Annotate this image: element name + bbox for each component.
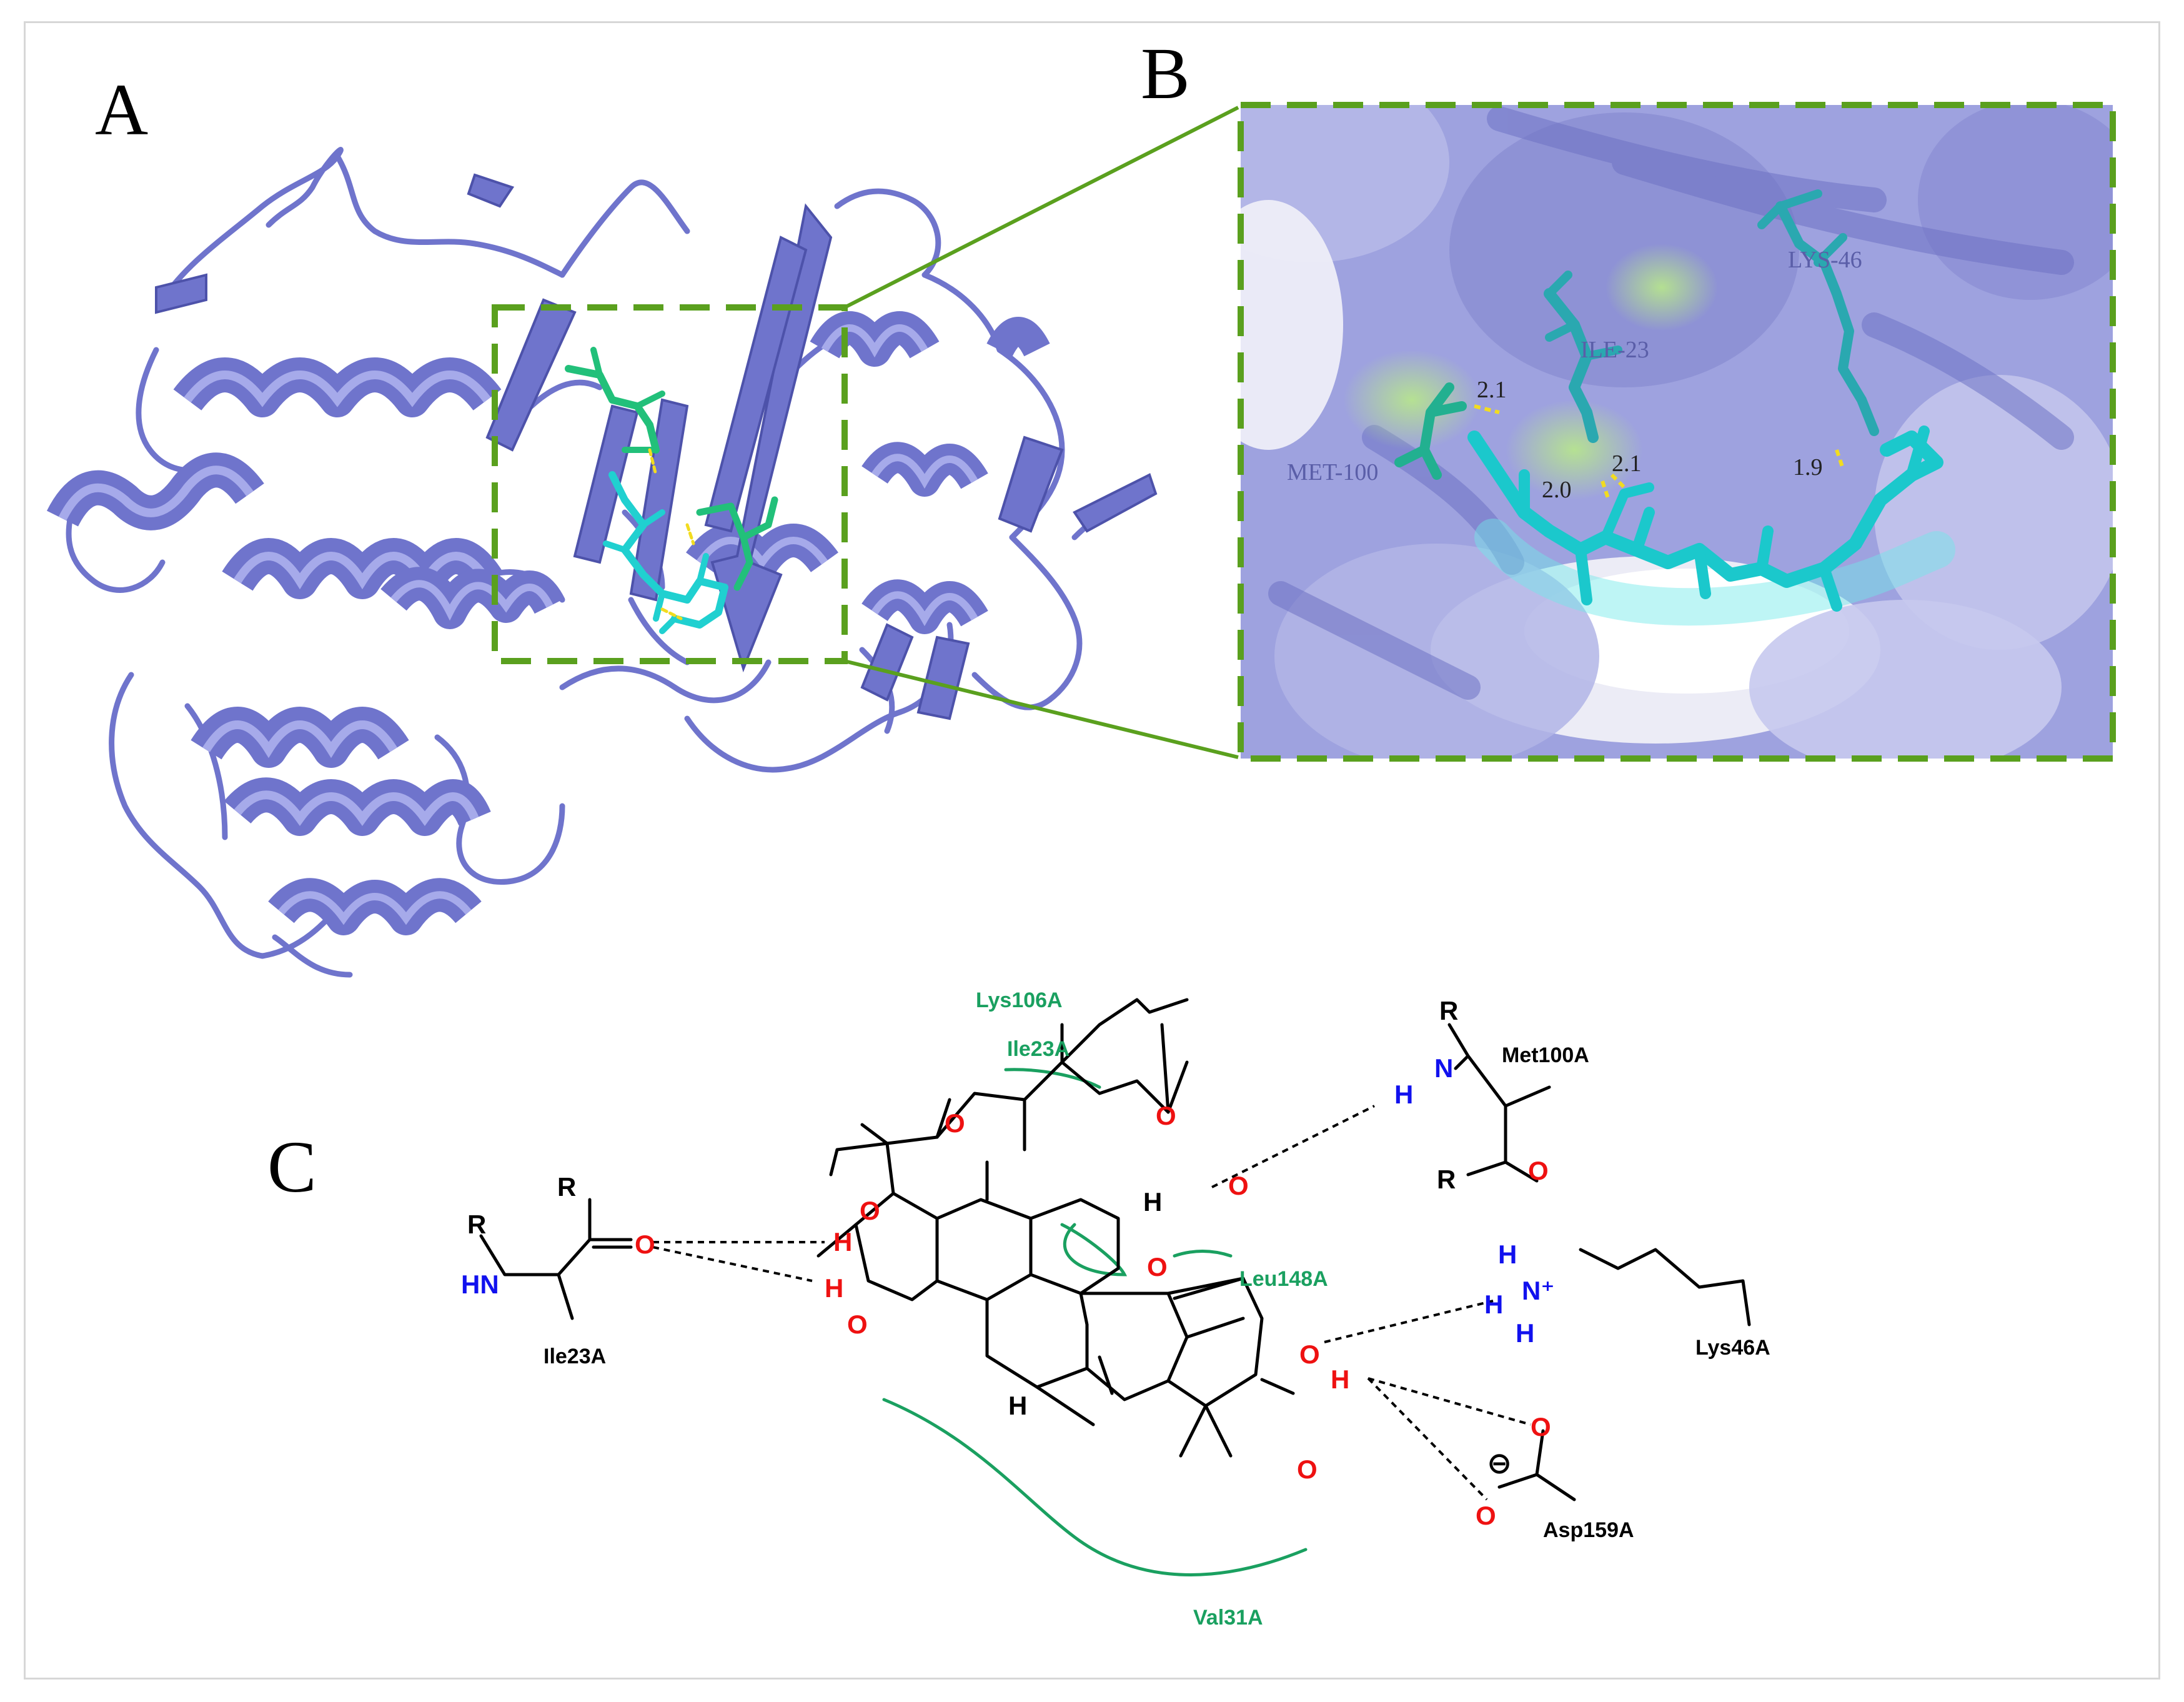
helix-8 (810, 311, 940, 367)
residue-asp159a: Asp159A (1543, 1518, 1634, 1542)
helix-7 (380, 567, 565, 629)
atom-o-enol: O (1299, 1340, 1320, 1369)
atom-o-asp-2: O (1476, 1501, 1496, 1530)
atom-o-ester: O (1156, 1101, 1176, 1130)
interaction-diagram: O H O H O O O O O O H O O O O HN N H H N… (461, 988, 1770, 1630)
helix-2 (46, 452, 264, 530)
hbond-dashes-c (652, 1105, 1531, 1501)
distance-3: 2.0 (1542, 477, 1572, 503)
hydrophobic-lys106a: Lys106A (976, 988, 1063, 1012)
protein-cartoon (46, 147, 1158, 978)
atom-h-lys-3: H (1516, 1318, 1534, 1348)
ligand-sticks-b (1394, 189, 1943, 612)
atom-r-1: R (467, 1210, 486, 1239)
distance-4: 1.9 (1793, 454, 1823, 480)
figure-frame (24, 21, 2160, 1680)
atom-n-lys: N⁺ (1522, 1276, 1555, 1305)
panel-label-c: C (267, 1126, 317, 1208)
atom-h-lys-1: H (1498, 1240, 1517, 1269)
atom-h-ring-2: H (1143, 1187, 1162, 1217)
atom-r-3: R (1439, 996, 1458, 1025)
atom-r-4: R (1437, 1165, 1456, 1194)
atom-o-2: O (847, 1310, 868, 1339)
atom-o-ketone-c: O (1147, 1252, 1168, 1281)
helix-5 (224, 777, 491, 836)
atom-hn-ile23: HN (461, 1270, 499, 1299)
residue-lys46a: Lys46A (1695, 1336, 1770, 1360)
atom-labels: O H O H O O O O O O H O O O O HN N H H N… (461, 996, 1555, 1530)
atom-o-ketone-side: O (945, 1108, 965, 1138)
atom-h-enol: H (1331, 1365, 1349, 1394)
atom-h-2: H (825, 1273, 843, 1303)
panel-label-a: A (95, 69, 149, 151)
residue-met100a: Met100A (1502, 1043, 1589, 1067)
atom-o-asp-1: O (1531, 1412, 1551, 1441)
helix-1 (173, 357, 502, 417)
atom-o-carbonyl: O (1228, 1171, 1249, 1200)
hbond-dashes-b (1474, 404, 1845, 500)
atom-o-1: O (860, 1196, 880, 1225)
zoom-box-a (492, 304, 848, 664)
atom-r-2: R (557, 1172, 576, 1202)
panel-b-labels: LYS-46 ILE-23 MET-100 2.1 2.1 2.0 1.9 (1287, 247, 1862, 503)
atom-h-1: H (833, 1227, 852, 1257)
distance-1: 2.1 (1477, 377, 1507, 403)
atom-n-met: N (1434, 1053, 1453, 1083)
hydrophobic-arcs (882, 1068, 1308, 1576)
panel-label-b: B (1141, 32, 1190, 114)
ligand-sticks-a (565, 347, 778, 634)
zoom-view-b (1241, 105, 2113, 759)
connector-top (843, 106, 1239, 309)
connector-bottom (844, 659, 1239, 759)
label-lys46: LYS-46 (1788, 247, 1862, 273)
distance-2: 2.1 (1612, 450, 1642, 477)
zoom-box-b (1238, 102, 2116, 762)
atom-minus-charge: ⊖ (1487, 1447, 1512, 1480)
helix-4 (191, 707, 409, 768)
label-ile23: ILE-23 (1581, 337, 1649, 363)
hydrophobic-val31a: Val31A (1193, 1606, 1263, 1630)
hydrophobic-leu148a: Leu148A (1239, 1267, 1328, 1291)
atom-h-met: H (1394, 1080, 1413, 1109)
residue-labels: Lys106A Ile23A Leu148A Val31A Met100A Il… (544, 988, 1770, 1630)
atom-o-ile23: O (635, 1230, 655, 1259)
label-met100: MET-100 (1287, 459, 1378, 485)
beta-strands (155, 173, 1158, 720)
atom-o-ringA: O (1297, 1455, 1318, 1484)
hydrophobic-ile23a: Ile23A (1007, 1037, 1070, 1061)
helix-3 (222, 538, 503, 599)
helix-9 (686, 524, 838, 579)
residue-ile23a: Ile23A (544, 1345, 606, 1368)
helix-6 (268, 878, 482, 935)
helix-12 (986, 317, 1050, 357)
helix-10 (861, 442, 988, 497)
atom-h-ring-1: H (1008, 1391, 1027, 1420)
molecule-bonds (479, 998, 1751, 1501)
atom-h-lys-2: H (1484, 1290, 1503, 1319)
atom-o-met: O (1528, 1156, 1549, 1185)
helix-11 (861, 579, 988, 634)
